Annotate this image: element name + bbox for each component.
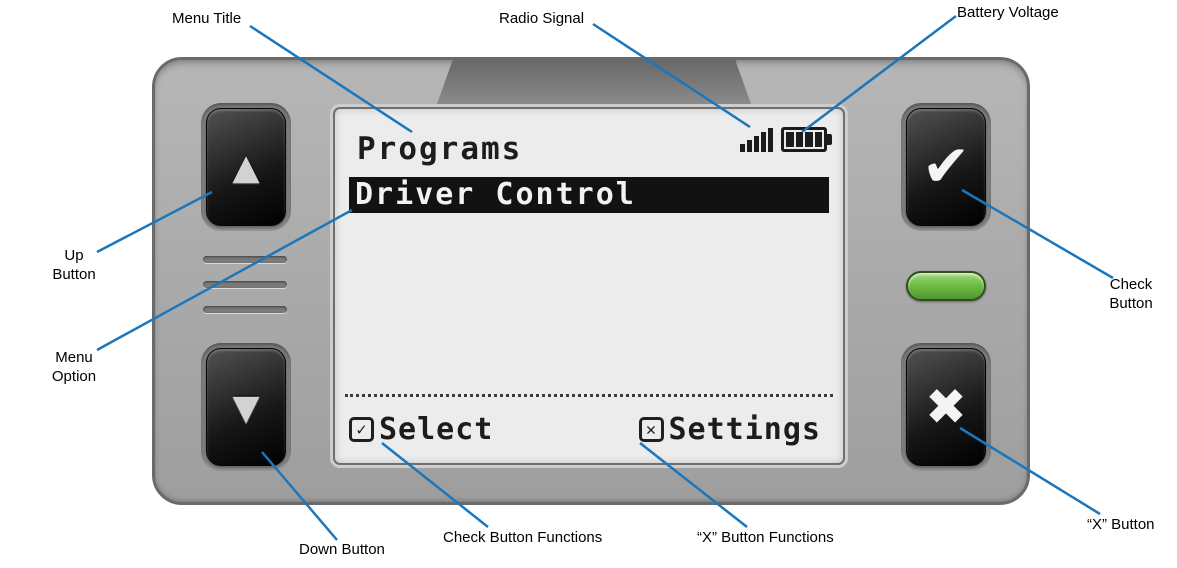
speaker-groove bbox=[203, 306, 287, 313]
power-led bbox=[906, 271, 986, 301]
softkey-settings: ✕ Settings bbox=[638, 412, 822, 447]
callout-x-button-functions: “X” Button Functions bbox=[697, 529, 834, 546]
callout-check-button: Check Button bbox=[1109, 276, 1153, 312]
down-arrow-icon: ▼ bbox=[223, 381, 269, 433]
callout-menu-title: Menu Title bbox=[172, 10, 242, 27]
down-button-keycap: ▼ bbox=[206, 348, 286, 466]
softkey-select-label: Select bbox=[379, 412, 494, 447]
device-body: ▲ ▼ ✔ ✖ Programs Driver Control bbox=[152, 57, 1030, 505]
radio-signal-icon bbox=[740, 128, 773, 152]
softkey-select: ✓ Select bbox=[349, 412, 493, 447]
status-icons bbox=[740, 127, 832, 152]
callout-x-button: “X” Button bbox=[1087, 516, 1155, 533]
x-mark-icon: ✖ bbox=[925, 379, 967, 435]
check-box-icon: ✓ bbox=[349, 417, 374, 442]
lcd-screen: Programs Driver Control ✓ Select ✕ Set bbox=[333, 107, 845, 465]
menu-title-text: Programs bbox=[357, 131, 523, 167]
menu-option-selected[interactable]: Driver Control bbox=[349, 177, 829, 213]
speaker-groove bbox=[203, 256, 287, 263]
check-button-keycap: ✔ bbox=[906, 108, 986, 226]
callout-radio-signal: Radio Signal bbox=[499, 10, 585, 27]
x-box-icon: ✕ bbox=[638, 417, 664, 442]
softkey-settings-label: Settings bbox=[668, 412, 821, 447]
callout-battery-voltage: Battery Voltage bbox=[957, 4, 1059, 21]
speaker-groove bbox=[203, 281, 287, 288]
callout-down-button: Down Button bbox=[299, 541, 385, 558]
device-top-notch bbox=[437, 60, 751, 104]
up-button[interactable]: ▲ bbox=[201, 103, 291, 231]
softkey-divider bbox=[345, 394, 833, 397]
callout-up-button: Up Button bbox=[52, 247, 96, 283]
up-button-keycap: ▲ bbox=[206, 108, 286, 226]
x-button-keycap: ✖ bbox=[906, 348, 986, 466]
check-mark-icon: ✔ bbox=[921, 134, 971, 199]
check-button[interactable]: ✔ bbox=[901, 103, 991, 231]
callout-check-button-functions: Check Button Functions bbox=[443, 529, 603, 546]
down-button[interactable]: ▼ bbox=[201, 343, 291, 471]
x-button[interactable]: ✖ bbox=[901, 343, 991, 471]
battery-icon bbox=[781, 127, 832, 152]
softkey-bar: ✓ Select ✕ Settings bbox=[349, 412, 821, 447]
up-arrow-icon: ▲ bbox=[223, 141, 269, 193]
callout-menu-option: Menu Option bbox=[51, 349, 97, 385]
